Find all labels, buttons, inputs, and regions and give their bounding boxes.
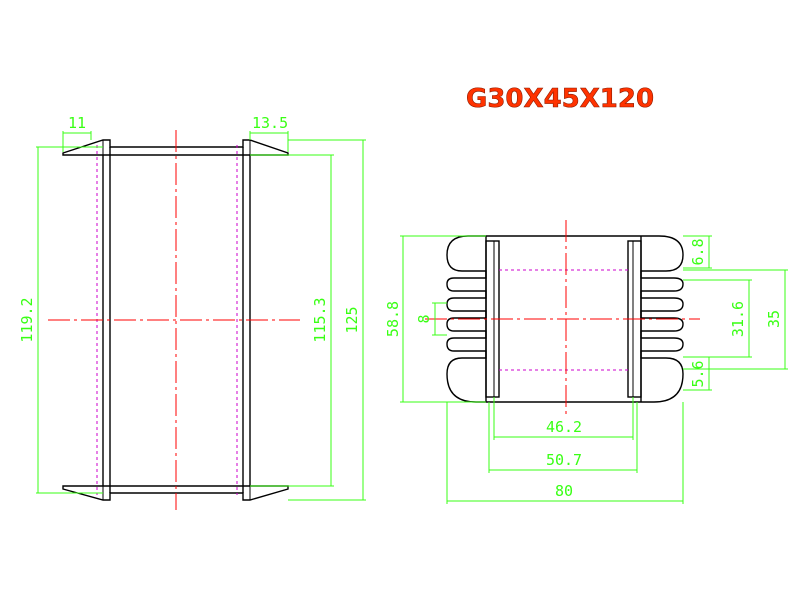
side-view: 11 13.5 119.2 115.3 125 (18, 114, 366, 510)
dim-end-outer-right: 35 (765, 310, 783, 328)
dim-side-top-left: 11 (68, 114, 86, 132)
dim-end-top-right: 6.8 (689, 238, 707, 265)
dim-end-width-total: 80 (555, 482, 573, 500)
dim-side-height-inner: 115.3 (311, 297, 329, 342)
dim-end-width-inner: 46.2 (546, 418, 582, 436)
end-view: 58.8 8 6.8 31.6 35 5.6 46.2 50.7 80 (384, 220, 788, 504)
dim-end-height-left: 58.8 (384, 301, 402, 337)
drawing-title: G30X45X120 (466, 84, 654, 114)
dim-end-width-mid: 50.7 (546, 451, 582, 469)
dim-side-height-outer: 125 (343, 306, 361, 333)
end-dimensions (400, 235, 788, 504)
dim-end-inner-right: 31.6 (729, 301, 747, 337)
dim-end-bottom-right: 5.6 (689, 360, 707, 387)
side-dimensions (36, 131, 366, 501)
dim-side-height-left: 119.2 (18, 297, 36, 342)
dim-end-slot-left: 8 (415, 314, 433, 323)
dim-side-top-right: 13.5 (252, 114, 288, 132)
top-flange (62, 139, 289, 156)
